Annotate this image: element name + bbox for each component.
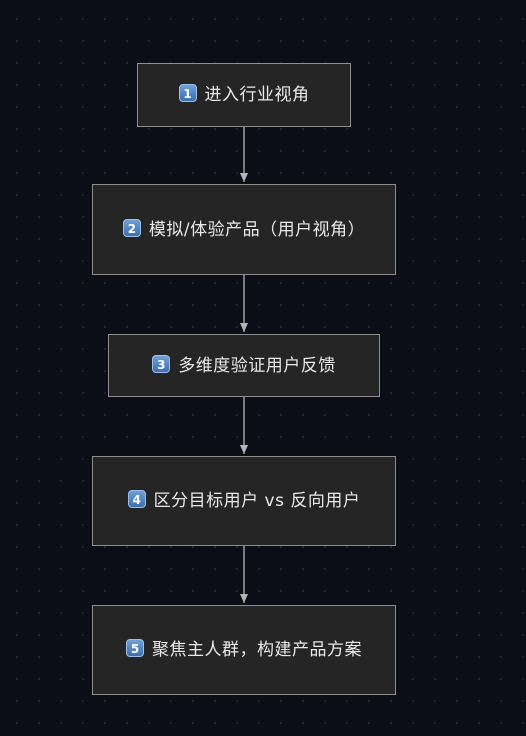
step-3-number-badge: 3 [152, 354, 171, 373]
step-2-number-badge: 2 [122, 218, 141, 237]
flow-step-2: 2 模拟/体验产品（用户视角） [92, 184, 396, 275]
step-1-number-badge: 1 [178, 84, 197, 102]
flow-step-5-text: 5 聚焦主人群，构建产品方案 [126, 636, 362, 664]
flow-step-4-label: 区分目标用户 vs 反向用户 [153, 491, 361, 511]
flow-step-2-text: 2 模拟/体验产品（用户视角） [122, 216, 366, 244]
flow-step-3: 3 多维度验证用户反馈 [108, 334, 380, 397]
flow-step-3-label: 多维度验证用户反馈 [178, 355, 336, 376]
flow-step-5: 5 聚焦主人群，构建产品方案 [92, 605, 396, 695]
flow-step-5-label: 聚焦主人群，构建产品方案 [152, 640, 362, 660]
step-4-number-badge: 4 [127, 490, 146, 508]
flow-step-1-label: 进入行业视角 [204, 85, 310, 105]
flow-step-2-label: 模拟/体验产品（用户视角） [148, 219, 366, 240]
flow-step-4: 4 区分目标用户 vs 反向用户 [92, 456, 396, 546]
flow-step-1: 1 进入行业视角 [137, 63, 351, 127]
flow-step-4-text: 4 区分目标用户 vs 反向用户 [127, 487, 361, 515]
step-5-number-badge: 5 [126, 639, 144, 657]
flow-step-1-text: 1 进入行业视角 [178, 81, 310, 109]
flow-step-3-text: 3 多维度验证用户反馈 [152, 352, 336, 380]
